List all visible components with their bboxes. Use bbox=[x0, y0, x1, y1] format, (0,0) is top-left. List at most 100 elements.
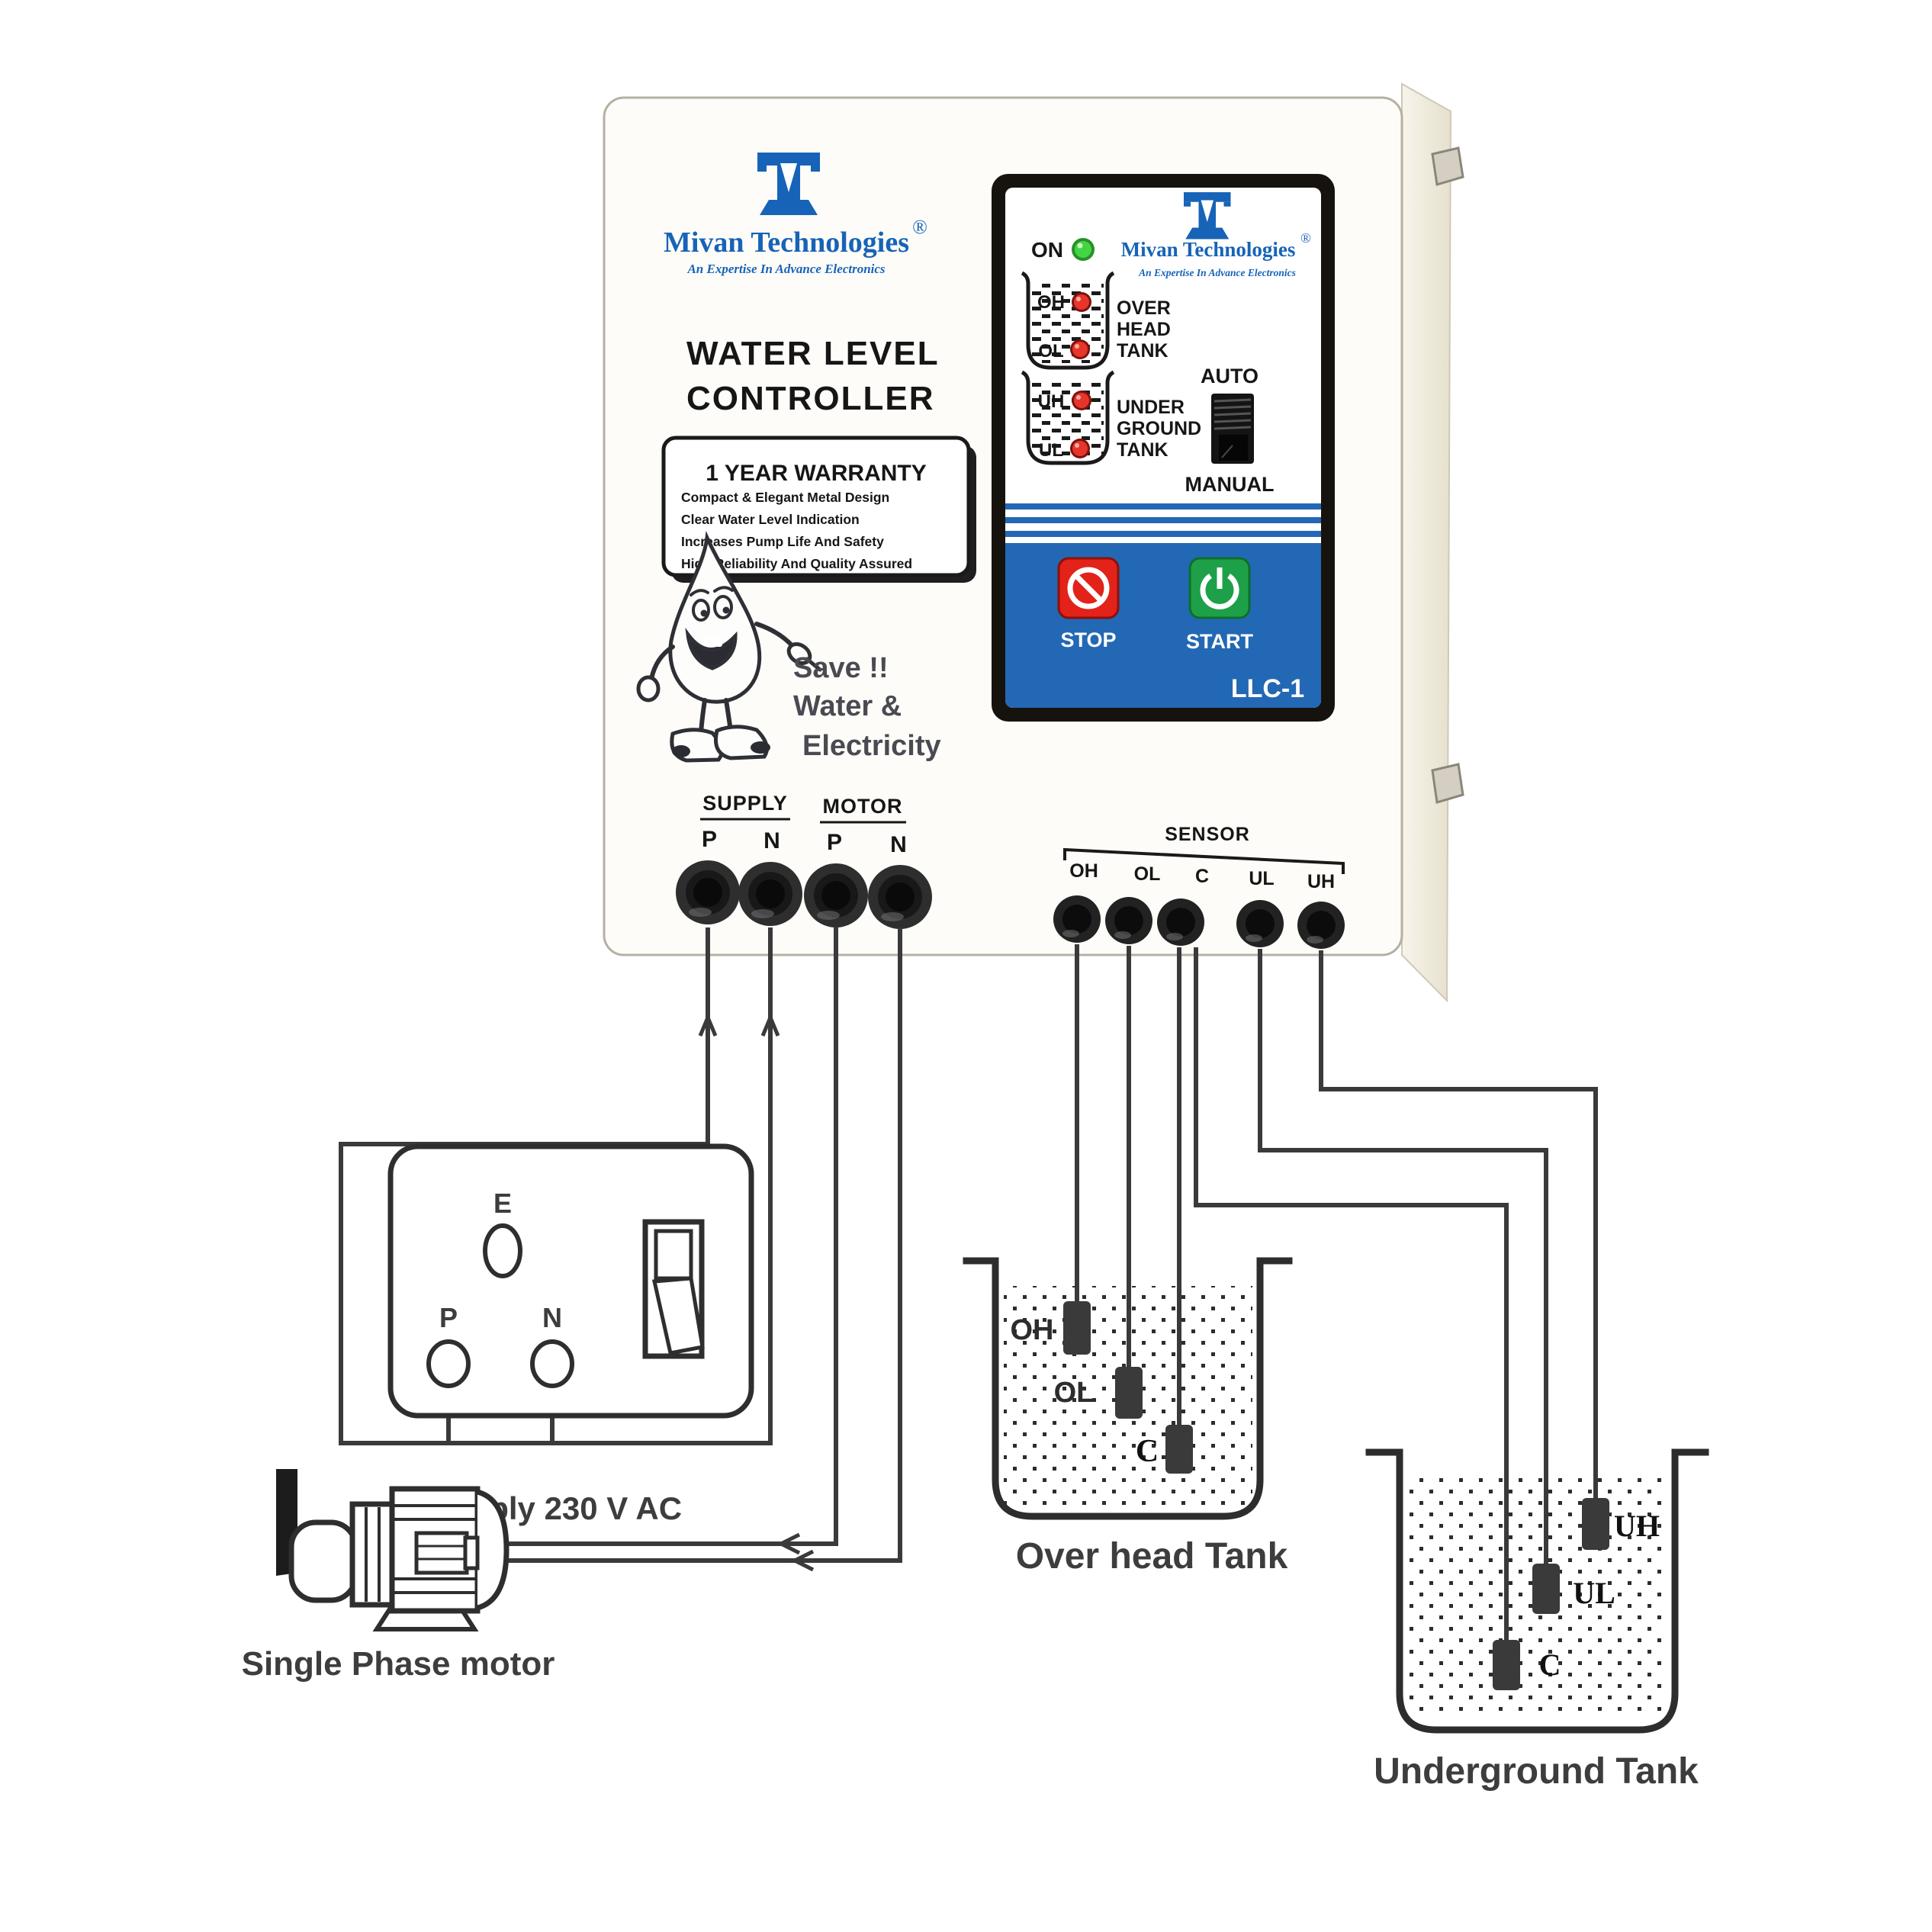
supply-pin-label: N bbox=[763, 828, 780, 853]
oh-sensor-probe bbox=[1063, 1301, 1091, 1355]
socket-earth-label: E bbox=[493, 1188, 512, 1219]
panel-brand-tagline: An Expertise In Advance Electronics bbox=[1138, 267, 1296, 278]
supply-wire-loop bbox=[339, 927, 773, 1445]
sensor-pin-label: OL bbox=[1134, 863, 1161, 885]
socket-rocker-switch[interactable] bbox=[642, 1219, 705, 1359]
sensor-oh-grommet bbox=[1053, 895, 1101, 943]
power-icon bbox=[1200, 567, 1239, 609]
manual-label: MANUAL bbox=[1185, 473, 1275, 496]
brand-name: Mivan Technologies bbox=[664, 227, 909, 259]
ul-sensor-wire bbox=[1258, 949, 1548, 1564]
product-title-line1: WATER LEVEL bbox=[686, 335, 940, 372]
c-sensor-probe bbox=[1165, 1425, 1193, 1474]
motor-caption: Single Phase motor bbox=[242, 1645, 555, 1683]
no-entry-icon bbox=[1067, 567, 1110, 609]
warranty-feature: Compact & Elegant Metal Design bbox=[681, 490, 889, 505]
motor-front-cap bbox=[288, 1519, 358, 1603]
sensor-uh-grommet bbox=[1297, 902, 1345, 949]
uh-probe-label: UH bbox=[1614, 1509, 1660, 1543]
socket-phase-hole bbox=[426, 1339, 471, 1388]
start-button-label: START bbox=[1186, 630, 1253, 653]
ul-sensor-probe bbox=[1532, 1564, 1560, 1614]
socket-neutral-label: N bbox=[542, 1302, 562, 1333]
power-led bbox=[1072, 238, 1095, 261]
panel-brand-name: Mivan Technologies bbox=[1121, 238, 1296, 261]
mascot-slogan-line2: Water & bbox=[793, 690, 902, 722]
supply-n-arrow-icon bbox=[760, 1012, 780, 1037]
box-side-panel bbox=[1401, 82, 1452, 1003]
motor-illustration bbox=[276, 1469, 510, 1631]
sensor-pin-label: UL bbox=[1249, 868, 1274, 889]
motor-terminal bbox=[463, 1535, 480, 1570]
underground-caption: GROUND bbox=[1117, 418, 1201, 439]
motor-n-arrow-icon bbox=[790, 1549, 815, 1572]
ol-sensor-probe bbox=[1115, 1367, 1143, 1419]
motor-collar bbox=[349, 1501, 395, 1608]
ul-led bbox=[1070, 439, 1090, 458]
motor-n-wire bbox=[473, 927, 902, 1563]
overhead-tank-outline bbox=[963, 1257, 1293, 1520]
sensor-grommets bbox=[1053, 895, 1345, 949]
hinge-top-icon bbox=[1431, 146, 1464, 186]
auto-manual-toggle[interactable] bbox=[1211, 394, 1254, 464]
warranty-feature: High Reliability And Quality Assured bbox=[681, 556, 912, 571]
stop-button[interactable] bbox=[1057, 557, 1120, 619]
uh-sensor-wire bbox=[1319, 950, 1598, 1498]
warranty-feature: Clear Water Level Indication bbox=[681, 512, 860, 527]
socket-neutral-hole bbox=[530, 1339, 574, 1388]
c2-probe-label: C bbox=[1539, 1648, 1561, 1682]
sensor-pin-label: OH bbox=[1069, 860, 1098, 882]
warranty-box: 1 YEAR WARRANTY Compact & Elegant Metal … bbox=[661, 436, 976, 583]
motor-p-grommet bbox=[804, 863, 868, 927]
supply-p-arrow-icon bbox=[698, 1012, 718, 1037]
motor-n-grommet bbox=[868, 865, 932, 929]
led-label-oh: OH bbox=[1037, 292, 1065, 313]
c-probe-label: C bbox=[1136, 1434, 1159, 1469]
sensor-ol-grommet bbox=[1105, 897, 1152, 944]
led-label-uh: UH bbox=[1038, 391, 1065, 412]
overhead-tank-caption: Over head Tank bbox=[1016, 1536, 1288, 1577]
ol-probe-label: OL bbox=[1054, 1377, 1095, 1409]
sensor-pin-label: C bbox=[1195, 866, 1209, 887]
wall-socket: E P N bbox=[387, 1143, 754, 1419]
registered-mark: ® bbox=[912, 216, 927, 238]
start-button[interactable] bbox=[1188, 557, 1251, 619]
model-number: LLC-1 bbox=[1231, 674, 1304, 703]
ol-led bbox=[1070, 339, 1090, 359]
uh-sensor-probe bbox=[1582, 1498, 1609, 1550]
supply-n-grommet bbox=[738, 862, 802, 926]
water-drop-mascot bbox=[636, 530, 822, 763]
panel-brand-logo-icon bbox=[1184, 192, 1231, 239]
led-label-ol: OL bbox=[1038, 341, 1063, 362]
supply-label: SUPPLY bbox=[702, 792, 788, 815]
panel-on-label: ON bbox=[1031, 238, 1063, 262]
motor-p-arrow-icon bbox=[776, 1532, 801, 1555]
sensor-ul-grommet bbox=[1236, 900, 1284, 947]
underground-tank-outline bbox=[1365, 1448, 1709, 1734]
mascot-slogan-line1: Save !! bbox=[793, 652, 889, 684]
warranty-heading: 1 YEAR WARRANTY bbox=[706, 461, 926, 486]
motor-pin-label: P bbox=[827, 830, 842, 855]
overhead-caption: HEAD bbox=[1117, 319, 1171, 340]
uh-led bbox=[1072, 391, 1091, 410]
sensor-c-grommet bbox=[1157, 898, 1204, 946]
sensor-label: SENSOR bbox=[1165, 824, 1250, 845]
sensor-pin-label: UH bbox=[1307, 871, 1335, 892]
sensor-bracket bbox=[1063, 847, 1345, 874]
socket-phase-label: P bbox=[439, 1302, 458, 1333]
supply-p-grommet bbox=[676, 860, 740, 924]
underground-indicator: UH UL UNDER GROUND TANK bbox=[1021, 370, 1201, 465]
brand-logo-icon bbox=[757, 153, 820, 215]
c2-sensor-probe bbox=[1493, 1640, 1520, 1690]
motor-pin-label: N bbox=[890, 832, 907, 857]
ul-probe-label: UL bbox=[1573, 1576, 1615, 1610]
led-label-ul: UL bbox=[1039, 440, 1063, 461]
supply-pin-label: P bbox=[702, 827, 717, 852]
auto-label: AUTO bbox=[1201, 365, 1259, 387]
panel-registered-mark: ® bbox=[1300, 230, 1311, 246]
mascot-slogan-line3: Electricity bbox=[802, 730, 941, 762]
product-title-line2: CONTROLLER bbox=[686, 380, 935, 417]
underground-caption: UNDER bbox=[1117, 397, 1185, 418]
brand-tagline: An Expertise In Advance Electronics bbox=[686, 262, 885, 276]
motor-end-cap bbox=[476, 1489, 510, 1611]
